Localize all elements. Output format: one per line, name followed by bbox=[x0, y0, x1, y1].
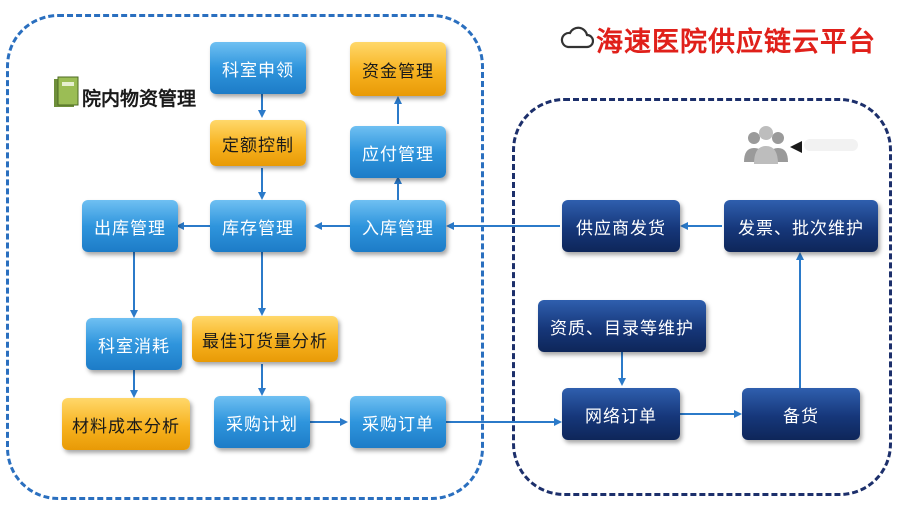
node-wangluo-dingdan: 网络订单 bbox=[562, 388, 680, 440]
cloud-icon bbox=[560, 26, 594, 49]
node-cailiao-chengben: 材料成本分析 bbox=[62, 398, 190, 450]
left-region-label: 院内物资管理 bbox=[82, 88, 197, 110]
node-zizhi-mulu-weihu: 资质、目录等维护 bbox=[538, 300, 706, 352]
node-ruku-guanli: 入库管理 bbox=[350, 200, 446, 252]
cloud-platform-region bbox=[512, 98, 892, 496]
node-caigou-dingdan: 采购订单 bbox=[350, 396, 446, 448]
node-fapiao-pici-weihu: 发票、批次维护 bbox=[724, 200, 878, 252]
node-yingfu-guanli: 应付管理 bbox=[350, 126, 446, 178]
node-zuijia-dinghuo: 最佳订货量分析 bbox=[192, 316, 338, 362]
node-chuku-guanli: 出库管理 bbox=[82, 200, 178, 252]
node-caigou-jihua: 采购计划 bbox=[214, 396, 310, 448]
node-gongyingshang-fahuo: 供应商发货 bbox=[562, 200, 680, 252]
node-zijin-guanli: 资金管理 bbox=[350, 42, 446, 96]
page-title: 海速医院供应链云平台 bbox=[596, 27, 876, 58]
people-icon bbox=[744, 126, 802, 164]
node-beihuo: 备货 bbox=[742, 388, 860, 440]
decorative-bar bbox=[804, 139, 858, 151]
node-keshi-shenling: 科室申领 bbox=[210, 42, 306, 94]
hospital-internal-region bbox=[6, 14, 484, 500]
book-icon bbox=[54, 76, 79, 107]
node-dinge-kongzhi: 定额控制 bbox=[210, 120, 306, 166]
node-kucun-guanli: 库存管理 bbox=[210, 200, 306, 252]
node-keshi-xiaohao: 科室消耗 bbox=[86, 318, 182, 370]
